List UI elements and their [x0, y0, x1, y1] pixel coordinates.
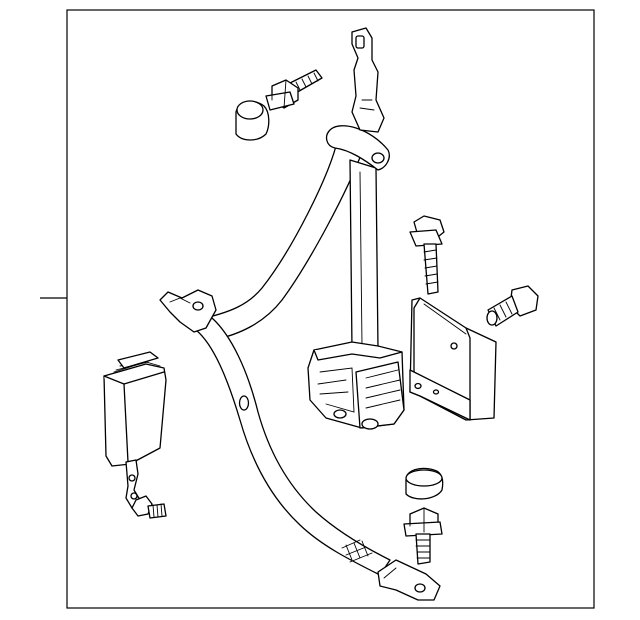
floor-anchor-plate — [377, 559, 441, 601]
lower-anchor-bolt — [403, 507, 443, 565]
retractor-bolt-horizontal — [486, 285, 539, 327]
shoulder-anchor-bolt — [265, 69, 323, 111]
retractor-bolt-vertical — [409, 215, 445, 295]
buckle-bolt — [131, 495, 167, 519]
shoulder-anchor-plate — [351, 27, 385, 133]
anchor-cover-cap-lower — [405, 467, 444, 500]
diagram-frame — [40, 9, 595, 609]
retractor-bracket — [409, 297, 497, 421]
retractor-assembly — [307, 341, 405, 430]
buckle-assembly — [103, 351, 167, 509]
anchor-cover-cap-upper — [235, 100, 270, 141]
tongue-plate — [159, 289, 217, 333]
